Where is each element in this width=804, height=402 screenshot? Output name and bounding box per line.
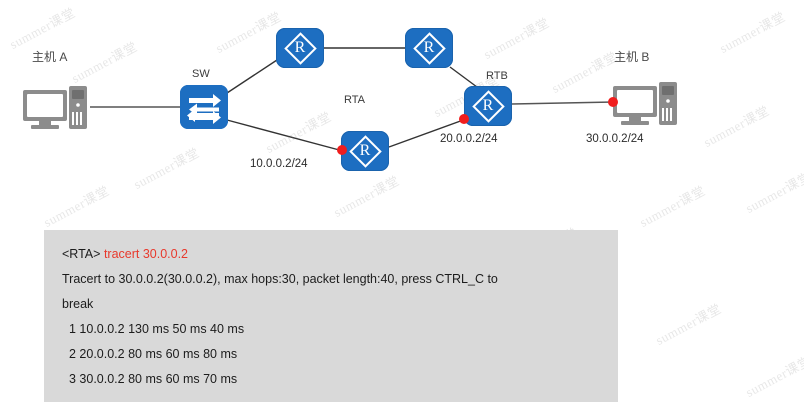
router-glyph: R xyxy=(482,97,494,114)
switch-label: SW xyxy=(192,68,210,80)
interface-marker-rtb xyxy=(459,114,469,124)
host-a-pc-icon xyxy=(22,86,87,130)
console-line: Tracert to 30.0.0.2(30.0.0.2), max hops:… xyxy=(62,272,498,286)
console-output-panel: <RTA> tracert 30.0.0.2 Tracert to 30.0.0… xyxy=(44,230,618,402)
link-sw-rta xyxy=(226,119,344,152)
console-hop-line: 2 20.0.0.2 80 ms 60 ms 80 ms xyxy=(69,347,238,361)
console-line: break xyxy=(62,297,94,311)
link-rta-rtb xyxy=(388,118,467,148)
router-glyph: R xyxy=(294,39,306,56)
router-top-right: R xyxy=(405,28,453,68)
switch-icon xyxy=(180,85,228,129)
interface-marker-rta xyxy=(337,145,347,155)
host-b-label: 主机 B xyxy=(614,50,650,64)
ip-label-hostb: 30.0.0.2/24 xyxy=(586,133,644,145)
interface-marker-hostb xyxy=(608,97,618,107)
ip-label-rta: 10.0.0.2/24 xyxy=(250,158,308,170)
host-b-pc-icon xyxy=(612,82,677,126)
console-command-line: <RTA> tracert 30.0.0.2 xyxy=(62,242,618,267)
router-glyph: R xyxy=(423,39,435,56)
console-command: tracert 30.0.0.2 xyxy=(103,247,189,261)
host-a-label: 主机 A xyxy=(32,50,68,64)
console-prompt: <RTA> xyxy=(62,247,101,261)
router-top-left: R xyxy=(276,28,324,68)
link-rtb-hostb xyxy=(511,101,615,105)
rtb-label: RTB xyxy=(486,70,508,82)
rta-label: RTA xyxy=(344,94,365,106)
router-glyph: R xyxy=(359,142,371,159)
router-rta: R xyxy=(341,131,389,171)
router-rtb: R xyxy=(464,86,512,126)
console-hop-line: 3 30.0.0.2 80 ms 60 ms 70 ms xyxy=(69,372,238,386)
link-sw-rtop1 xyxy=(226,59,278,94)
console-hop-line: 1 10.0.0.2 130 ms 50 ms 40 ms xyxy=(69,322,245,336)
ip-label-rtb: 20.0.0.2/24 xyxy=(440,133,498,145)
